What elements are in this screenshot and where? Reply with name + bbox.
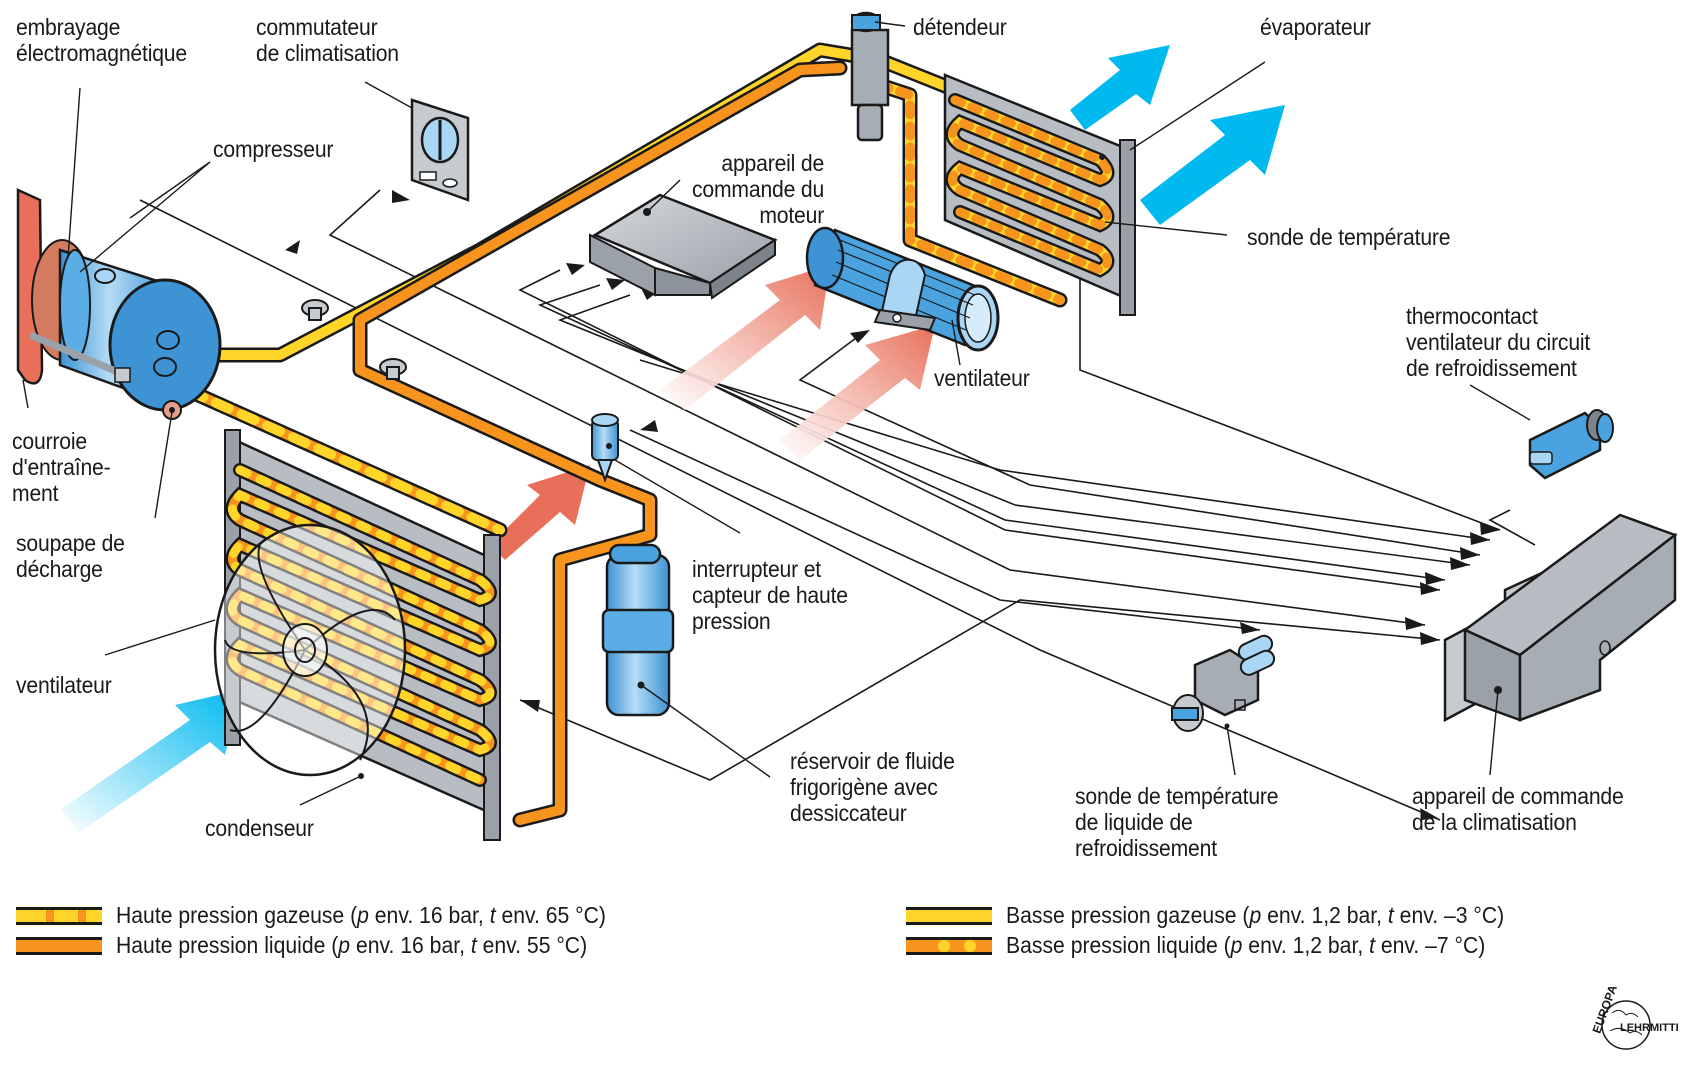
legend-text: env. 16 bar, (368, 902, 490, 928)
label-drive-belt: courroie d'entraîne- ment (12, 428, 111, 506)
legend-var-p: p (338, 932, 351, 958)
cold-air-arrow-1 (1070, 45, 1170, 130)
leader-compresseur (129, 161, 211, 219)
signal-wires (139, 189, 1536, 821)
leader-commutateur (364, 81, 413, 109)
warm-air-arrow-condenser (490, 465, 590, 560)
legend-text: env. –3 °C) (1393, 902, 1505, 928)
leader-soupape (154, 411, 173, 519)
high-pressure-gas-line (160, 375, 505, 535)
condenser-device (213, 429, 501, 841)
air-flow-arrows (60, 45, 1285, 832)
leader-thermocontact (1469, 384, 1531, 421)
label-evaporator: évaporateur (1260, 14, 1371, 40)
wire-arrowheads (285, 190, 1500, 820)
leader-courroie (22, 379, 29, 409)
coolant-temperature-sensor-device (1171, 634, 1276, 732)
leader-reservoir (640, 684, 771, 778)
warm-air-arrow-2 (780, 325, 935, 460)
legend-text: Haute pression gazeuse ( (116, 902, 358, 928)
legend-text: env. 16 bar, (350, 932, 471, 958)
receiver-drier-device (601, 543, 675, 717)
leader-evaporateur (1129, 61, 1266, 151)
legend-text: env. 1,2 bar, (1261, 902, 1388, 928)
legend-text: Basse pression liquide ( (1006, 932, 1231, 958)
legend-text: env. 1,2 bar, (1242, 932, 1370, 958)
cold-air-arrow-condenser (60, 690, 240, 832)
legend-text: Basse pression gazeuse ( (1006, 902, 1250, 928)
legend-item-hp-gas: Haute pression gazeuse (p env. 16 bar, t… (16, 902, 649, 929)
legend-text: Haute pression liquide ( (116, 932, 339, 958)
cold-air-arrow-2 (1140, 105, 1285, 225)
high-pressure-switch-device (591, 413, 619, 484)
logo-text-europa: EUROPA (1590, 985, 1620, 1035)
legend-swatch-hp-liquid (16, 936, 102, 955)
label-condenser-fan: ventilateur (16, 672, 112, 698)
legend-var-p: p (357, 902, 369, 928)
label-condenser: condenseur (205, 815, 314, 841)
legend-swatch-lp-liquid (906, 936, 992, 955)
leader-embrayage (67, 87, 81, 259)
legend-var-p: p (1249, 902, 1262, 928)
legend-item-lp-gas: Basse pression gazeuse (p env. 1,2 bar, … (906, 902, 1548, 929)
high-pressure-liquid-line (355, 63, 845, 825)
leader-interrupteur (614, 459, 741, 534)
label-receiver-drier: réservoir de fluide frigorigène avec des… (790, 748, 955, 826)
legend-item-lp-liquid: Basse pression liquide (p env. 1,2 bar, … (906, 932, 1527, 959)
legend-var-t: t (470, 932, 477, 958)
ac-switch-device (410, 98, 470, 202)
label-relief-valve: soupape de décharge (16, 530, 125, 582)
service-ports (301, 299, 407, 380)
low-pressure-liquid-line (875, 80, 1065, 305)
evaporator (943, 73, 1136, 316)
wire-switch (328, 189, 1426, 626)
logo-text-lehrmittel: LEHRMITTEL (1620, 1022, 1678, 1034)
label-high-pressure-switch: interrupteur et capteur de haute pressio… (692, 556, 848, 634)
leader-lines (22, 61, 1531, 806)
refrigerant-lines (157, 42, 1088, 828)
warm-air-arrow-1 (660, 265, 830, 410)
label-thermocontact: thermocontact ventilateur du circuit de … (1406, 303, 1591, 381)
leader-sonde-liquide (1226, 725, 1236, 776)
ac-control-unit-device (1443, 513, 1678, 723)
legend-var-t: t (1369, 932, 1375, 958)
label-cabin-blower: ventilateur (934, 365, 1030, 391)
label-engine-ecu: appareil de commande du moteur (692, 150, 825, 228)
legend-var-t: t (1387, 902, 1394, 928)
legend-item-hp-liquid: Haute pression liquide (p env. 16 bar, t… (16, 932, 628, 959)
label-expansion-valve: détendeur (913, 14, 1007, 40)
leader-ventilateur-habitacle (951, 319, 961, 366)
legend-var-p: p (1230, 932, 1243, 958)
legend-swatch-hp-gas (16, 906, 102, 925)
legend-text: env. 65 °C) (495, 902, 606, 928)
legend-text: env. 55 °C) (476, 932, 588, 958)
legend-var-t: t (489, 902, 496, 928)
wire-compressor-to-ac-ecu (139, 199, 1441, 821)
leader-ventilateur-condenseur (104, 619, 216, 656)
cabin-blower-device (805, 226, 1000, 352)
label-ac-control-unit: appareil de commande de la climatisation (1412, 783, 1624, 835)
legend-swatch-lp-gas (906, 906, 992, 925)
expansion-valve (850, 11, 906, 142)
europa-lehrmittel-logo: EUROPA LEHRMITTEL (1590, 985, 1678, 1050)
label-ac-switch: commutateur de climatisation (256, 14, 399, 66)
thermocontact-device (1528, 409, 1614, 480)
leader-sonde (1104, 221, 1228, 236)
globe-icon (1601, 1000, 1651, 1050)
legend-text: env. –7 °C) (1374, 932, 1486, 958)
label-electromagnetic-clutch: embrayage électromagnétique (16, 14, 187, 66)
compressor-device (16, 188, 222, 420)
label-temperature-probe: sonde de température (1247, 224, 1451, 250)
engine-ecu-device (589, 179, 778, 300)
label-compressor: compresseur (213, 136, 334, 162)
label-coolant-temp-sensor: sonde de température de liquide de refro… (1075, 783, 1279, 861)
leader-appareil-clim (1489, 689, 1499, 776)
leader-condenseur (299, 775, 362, 806)
